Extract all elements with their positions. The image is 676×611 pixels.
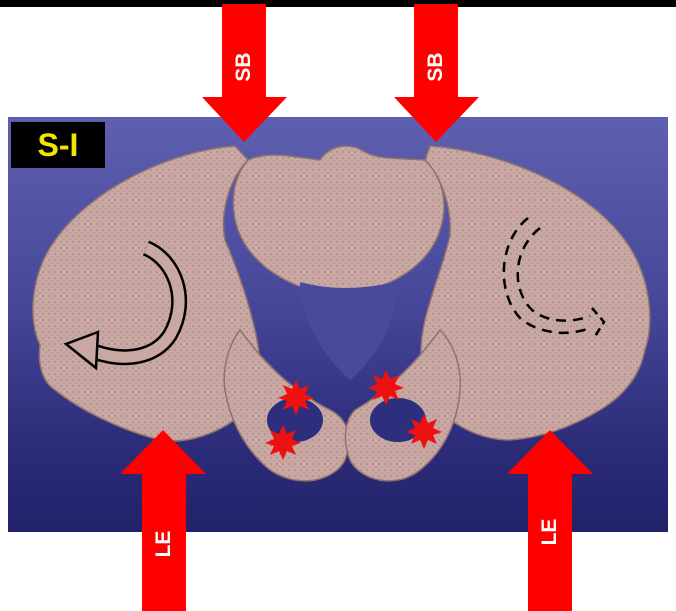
arrow-sb-left-label: SB [232,47,256,87]
arrow-sb-right-label: SB [424,47,448,87]
view-label-text: S-I [38,129,79,161]
arrow-le-left [120,430,206,611]
arrow-le-right-label: LE [538,512,562,552]
pelvis-bone [33,146,650,481]
arrow-le-left-label: LE [152,524,176,564]
view-label-badge: S-I [11,122,105,168]
